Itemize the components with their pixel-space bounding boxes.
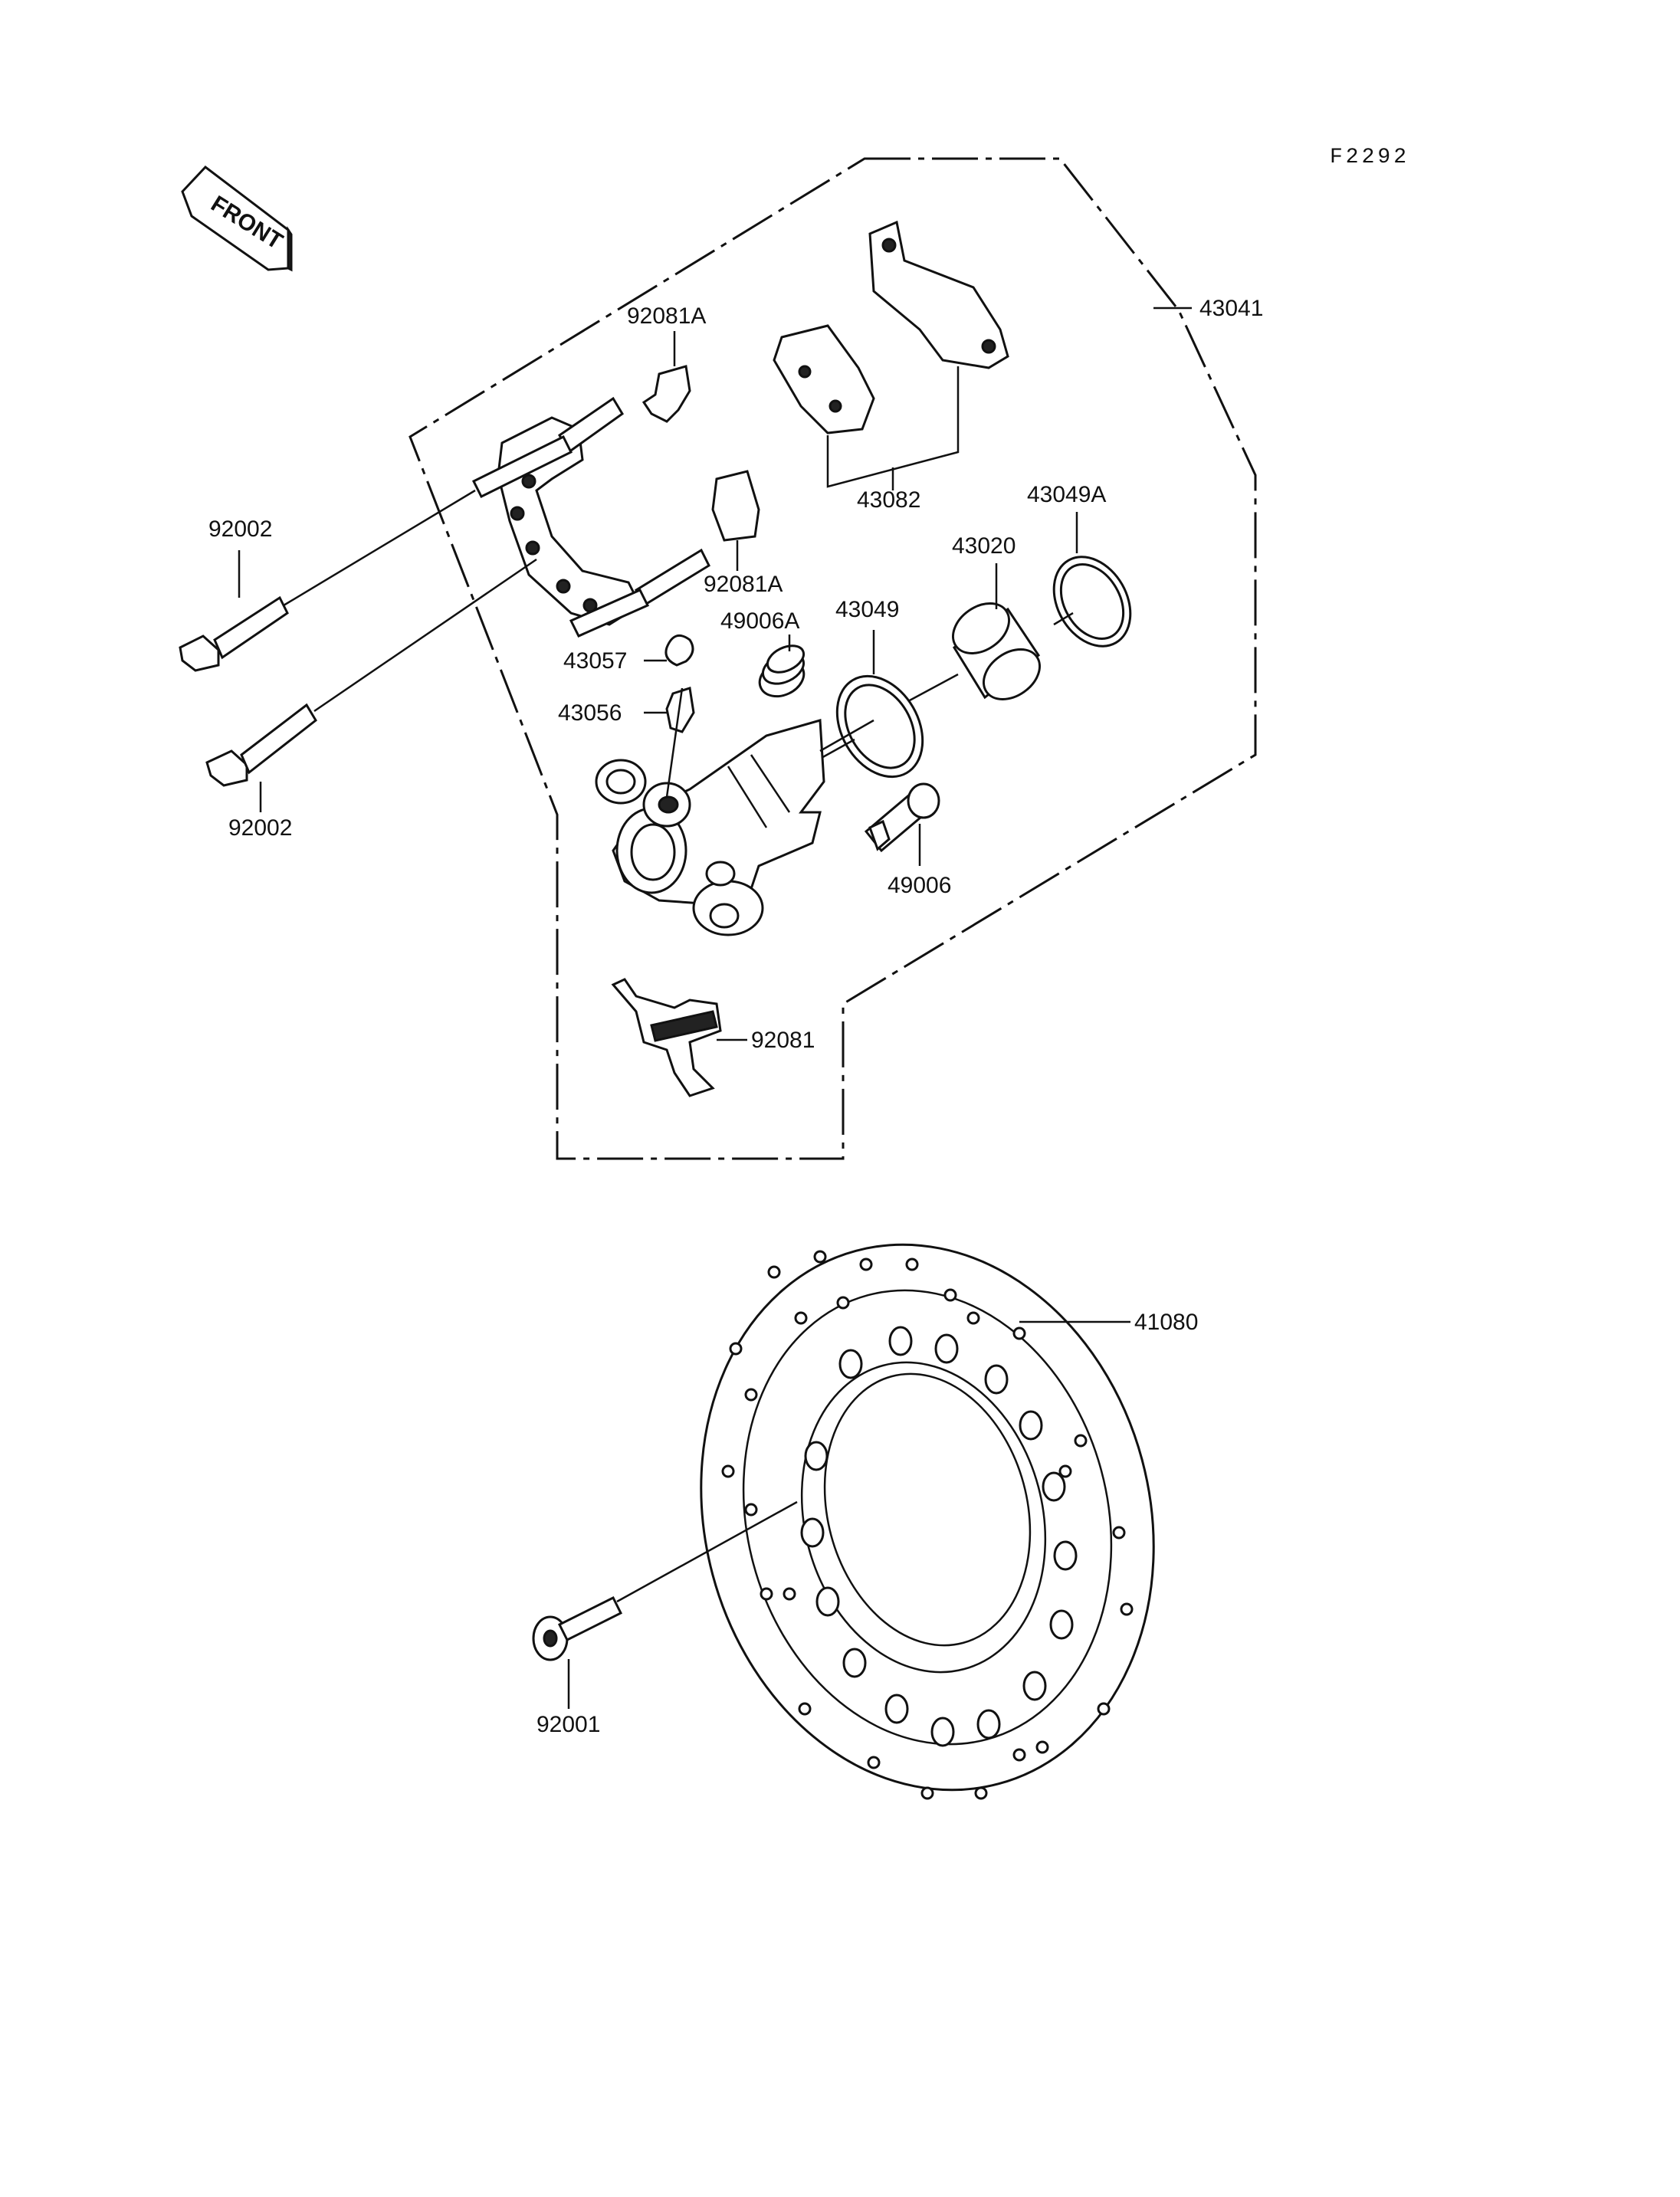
brake-pad-right [868,220,1009,369]
label-43057: 43057 [563,648,627,674]
label-92002-top: 92002 [208,516,272,542]
label-43082: 43082 [857,487,920,513]
label-43020: 43020 [952,533,1016,559]
pin-bolt-49006 [864,782,940,853]
pad-spring-top [641,365,691,423]
bleed-valve-43056 [665,687,695,733]
pad-spring-92081 [611,978,722,1097]
label-49006a: 49006A [720,608,799,634]
label-92001: 92001 [536,1712,600,1737]
label-43041: 43041 [1199,296,1263,321]
label-92081a-mid: 92081A [704,572,783,597]
brake-disc-41080 [700,1243,1155,1800]
bolt-92002-top [179,595,289,672]
piston-43020 [952,602,1041,700]
caliper-bracket [471,396,710,638]
piston-seal-43049a [1052,556,1132,648]
label-49006: 49006 [888,873,951,898]
label-41080: 41080 [1134,1310,1198,1335]
label-92081: 92081 [751,1028,815,1053]
disc-bolt-92001 [532,1595,623,1661]
label-43049: 43049 [835,597,899,622]
boot-49006a [758,644,806,698]
diagram-code: F2292 [1330,146,1409,169]
label-92002-bottom: 92002 [228,815,292,841]
caliper-assembly-outline [409,157,1257,1160]
front-arrow-icon: FRONT [181,165,293,272]
label-43056: 43056 [558,700,622,726]
bolt-92002-bottom [205,703,317,787]
bleed-cap-43057 [664,634,694,667]
seal-43049 [835,674,924,779]
label-43049a: 43049A [1027,482,1106,507]
brake-pad-left [773,324,875,434]
label-92081a-top: 92081A [627,303,706,329]
pad-spring-mid [711,470,760,542]
caliper-body [595,719,825,936]
